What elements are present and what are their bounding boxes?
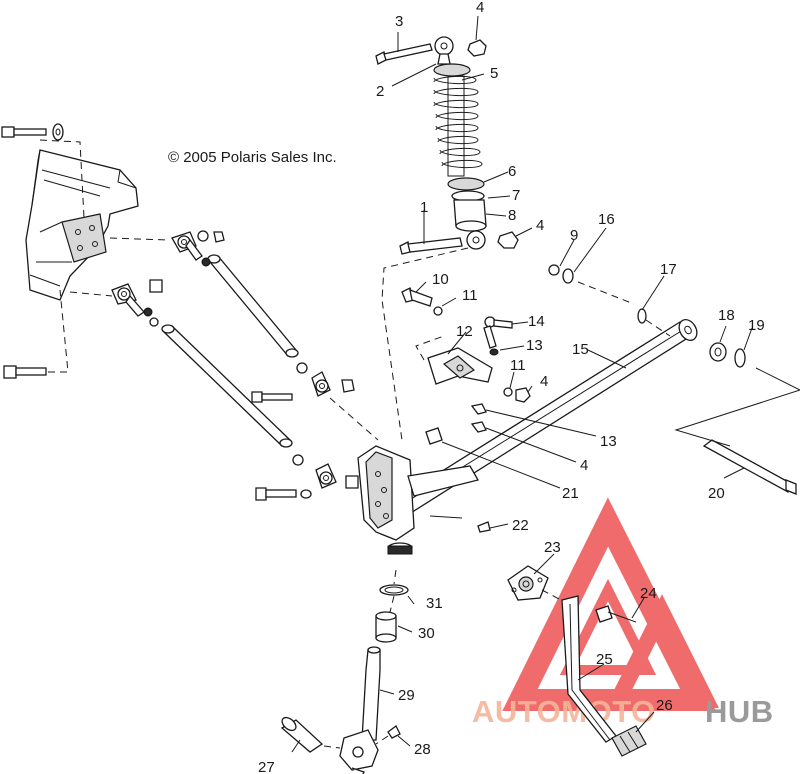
- callout-29: 29: [398, 687, 415, 704]
- nut-13-upper: [489, 348, 499, 356]
- bracket-23: [507, 565, 549, 601]
- callout-2: 2: [376, 83, 384, 100]
- ring-31: [379, 584, 409, 596]
- callout-22: 22: [512, 517, 529, 534]
- lower-rod-end-front: [111, 279, 163, 327]
- callout-17: 17: [660, 261, 677, 278]
- copyright-notice: © 2005 Polaris Sales Inc.: [168, 149, 337, 166]
- shock-upper-bolt: [375, 43, 433, 65]
- callout-21: 21: [562, 485, 579, 502]
- dashline-rear-mount-upper: [577, 281, 635, 305]
- shock-lower-nut: [497, 231, 519, 249]
- callout-8: 8: [508, 207, 516, 224]
- upper-radius-rod: [207, 254, 299, 358]
- dashline-bracket-23: [541, 589, 577, 609]
- dashline-lower-rod: [69, 291, 113, 297]
- callout-23: 23: [544, 539, 561, 556]
- dashline-pin: [323, 745, 341, 749]
- callout-9: 9: [570, 227, 578, 244]
- spacer-21: [425, 427, 443, 445]
- bushing-18: [709, 342, 727, 362]
- dashline-bolt-lower: [48, 289, 69, 373]
- upper-rod-end-rear: [251, 362, 355, 403]
- callout-26: 26: [656, 697, 673, 714]
- shock-absorber: [433, 36, 487, 250]
- bushing-30: [375, 611, 397, 643]
- dashline-bracket: [415, 335, 445, 361]
- callout-15: 15: [572, 341, 589, 358]
- washer-11-upper: [433, 306, 443, 316]
- shock-lower-bolt: [399, 237, 463, 255]
- dashline-shock-spindle: [381, 247, 469, 441]
- dashline-upper-rod: [109, 237, 169, 241]
- callout-11-lower: 11: [510, 357, 526, 374]
- callout-7: 7: [512, 187, 520, 204]
- pin-27: [280, 716, 324, 753]
- callout-12: 12: [456, 323, 473, 340]
- callout-25: 25: [596, 651, 613, 668]
- callout-20: 20: [708, 485, 725, 502]
- callout-16: 16: [598, 211, 615, 228]
- tie-rod-end-14: [483, 316, 513, 349]
- washer-17: [637, 308, 647, 324]
- callout-4-bracket: 4: [540, 373, 548, 390]
- dashline-bolt-upper: [39, 139, 85, 219]
- pin-24: [595, 605, 637, 623]
- callout-31: 31: [426, 595, 443, 612]
- dashline-upper-rod-spindle: [329, 397, 379, 441]
- callout-5: 5: [490, 65, 498, 82]
- nut-13-lower: [470, 403, 487, 415]
- callout-28: 28: [414, 741, 431, 758]
- dashline-spindle-column: [389, 569, 397, 613]
- spindle-housing: [357, 445, 479, 555]
- screw-28: [387, 725, 401, 739]
- callout-19: 19: [748, 317, 765, 334]
- washer-16: [562, 268, 574, 284]
- frame-bolt-lower: [3, 365, 47, 379]
- pad-26: [611, 725, 647, 757]
- grease-fitting-22: [477, 521, 491, 533]
- callout-4-lower: 4: [580, 457, 588, 474]
- callout-18: 18: [718, 307, 735, 324]
- dashline-screw: [375, 735, 389, 745]
- dashline-rear-mount-lower: [645, 319, 671, 337]
- nut-9: [548, 264, 560, 276]
- callout-24: 24: [640, 585, 657, 602]
- spindle-29: [339, 646, 381, 774]
- frame-bracket: [25, 149, 139, 301]
- washer-11-lower: [503, 387, 513, 397]
- bracket-bolt: [401, 287, 433, 307]
- frame-bolt-upper: [1, 123, 64, 141]
- callout-30: 30: [418, 625, 435, 642]
- callout-11-upper: 11: [462, 287, 478, 304]
- callout-13-upper: 13: [526, 337, 543, 354]
- nut-4-lower: [470, 421, 487, 433]
- pivot-bolt-20: [702, 439, 797, 495]
- dashline-pivot-bolt: [674, 367, 800, 447]
- callout-3: 3: [395, 13, 403, 30]
- callout-14: 14: [528, 313, 545, 330]
- callout-6: 6: [508, 163, 516, 180]
- callout-27: 27: [258, 759, 275, 774]
- callout-13-lower: 13: [600, 433, 617, 450]
- callout-10: 10: [432, 271, 449, 288]
- lower-radius-rod: [161, 324, 293, 448]
- callout-1: 1: [420, 199, 428, 216]
- lower-rod-end-rear: [255, 454, 359, 501]
- shock-upper-nut: [467, 39, 487, 57]
- leader-lines: [291, 15, 753, 753]
- callout-4-top: 4: [476, 0, 484, 16]
- watermark-text-primary: AUTOMOTO: [472, 694, 656, 729]
- watermark-text-secondary: HUB: [705, 694, 774, 729]
- shock-bracket: [427, 347, 493, 385]
- upper-rod-end-front: [171, 230, 225, 267]
- nut-4-bracket: [515, 387, 531, 403]
- callout-4-shock: 4: [536, 217, 544, 234]
- ring-19: [734, 348, 746, 368]
